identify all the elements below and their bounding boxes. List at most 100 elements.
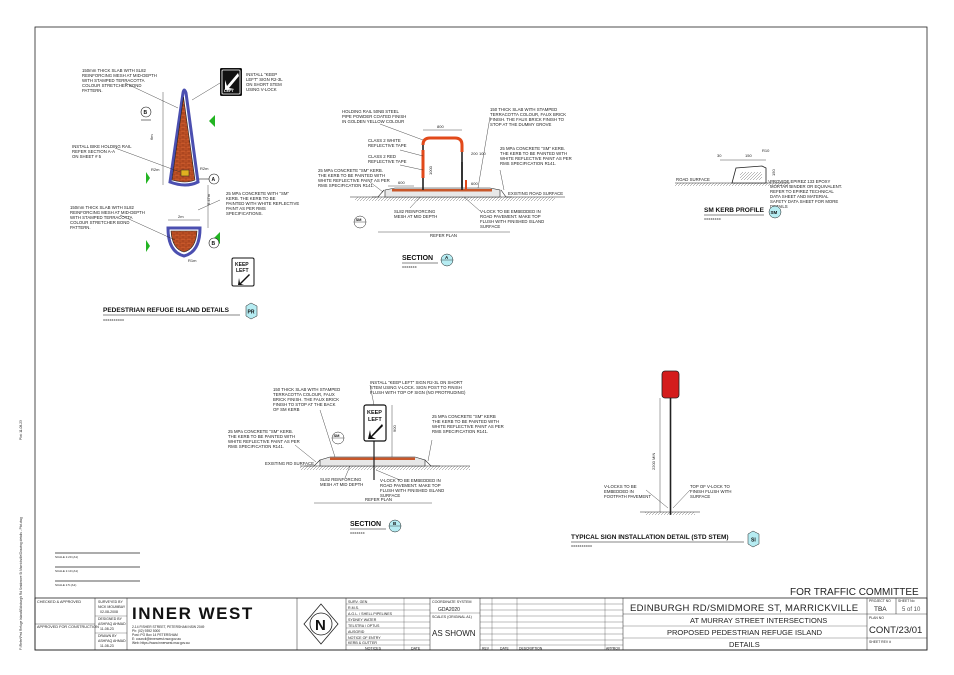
svg-text:PROJECT NO: PROJECT NO xyxy=(869,599,891,603)
svg-text:SM: SM xyxy=(356,217,363,222)
svg-text:R10: R10 xyxy=(762,148,770,153)
sm-kerb-profile: R10 150 30 150 ROAD SURFACE PROVIDE EPIR… xyxy=(675,148,843,221)
svg-text:REFER PLAN: REFER PLAN xyxy=(430,233,457,238)
svg-text:LEFT: LEFT xyxy=(224,88,235,93)
svg-text:APPROV: APPROV xyxy=(606,647,621,651)
bike-rail xyxy=(180,169,190,177)
pr-badge: PR xyxy=(245,302,258,320)
svg-text:Plot: 11-08-23: Plot: 11-08-23 xyxy=(19,420,23,440)
svg-text:25 MPa CONCRETE "SM" KERB.: 25 MPa CONCRETE "SM" KERB. THE KERB TO B… xyxy=(228,429,301,449)
keep-left-sign-icon: LEFT xyxy=(220,68,242,96)
svg-text:GDA2020: GDA2020 xyxy=(438,607,460,613)
plan-number: CONT/23/01 xyxy=(869,625,922,636)
svg-text:V-LOCK TO BE EMBEDDED IN: V-LOCK TO BE EMBEDDED IN ROAD PAVEMENT. … xyxy=(480,209,545,229)
svg-text:SCALE 1:10 (A1): SCALE 1:10 (A1) xyxy=(55,569,78,573)
svg-text:AS SHOWN: AS SHOWN xyxy=(432,629,476,638)
svg-text:SL82 REINFORCING MESH AT: SL82 REINFORCING MESH AT MID DEPTH xyxy=(394,209,437,219)
svg-text:25 MPa CONCRETE "SM" KERB.: 25 MPa CONCRETE "SM" KERB. THE KERB TO B… xyxy=(318,168,391,188)
svg-text:DATE: DATE xyxy=(500,647,510,651)
svg-text:F:\Refer\Ped Refuge Island\Edi: F:\Refer\Ped Refuge Island\Edinburgh Rd … xyxy=(19,517,23,650)
svg-text:AUSGRID: AUSGRID xyxy=(348,630,365,634)
svg-text:KERB & GUTTER: KERB & GUTTER xyxy=(348,641,377,645)
island-lower-outline xyxy=(166,226,202,258)
svg-text:R2m: R2m xyxy=(151,167,160,172)
svg-text:B: B xyxy=(144,110,148,116)
svg-text:2200 MIN: 2200 MIN xyxy=(651,453,656,470)
svg-text:B: B xyxy=(212,241,216,247)
svg-text:CLASS 2 WHITE REFLECTIVE: CLASS 2 WHITE REFLECTIVE TAPE xyxy=(368,138,407,148)
svg-text:SCALES (ORIGINAL A1): SCALES (ORIGINAL A1) xyxy=(432,615,472,619)
svg-text:V-LOCKS TO BE EMBEDDED I: V-LOCKS TO BE EMBEDDED IN FOOTPATH PAVEM… xyxy=(604,484,651,499)
section-b-detail: KEEP LEFT 900 SM REFER PLAN 150 THICK SL… xyxy=(228,380,504,535)
section-marker-b-top: B xyxy=(140,106,152,121)
svg-text:SM: SM xyxy=(334,433,341,438)
project-subtitle-2: PROPOSED PEDESTRIAN REFUGE ISLAND xyxy=(667,628,823,637)
green-marker xyxy=(146,172,150,184)
sign-installation-detail: 2200 MIN V-LOCKS TO BE EMBEDDED IN FOOTP… xyxy=(571,370,760,548)
svg-text:V-LOCK TO BE EMBEDDED IN: V-LOCK TO BE EMBEDDED IN ROAD PAVEMENT. … xyxy=(380,478,445,498)
holding-rail xyxy=(422,137,463,190)
svg-text:xxxxxxxxxx: xxxxxxxxxx xyxy=(103,318,124,322)
svg-text:900: 900 xyxy=(392,425,397,432)
svg-text:SM: SM xyxy=(771,210,778,215)
svg-text:11-08-23: 11-08-23 xyxy=(100,627,114,631)
svg-text:DATE: DATE xyxy=(411,647,421,651)
scale-bars: SCALE 1:20 (A1) SCALE 1:10 (A1) SCALE 1:… xyxy=(55,552,140,587)
svg-text:INSTALL "KEEP LEFT" SIGN R2-3L: INSTALL "KEEP LEFT" SIGN R2-3L ON SHORT … xyxy=(370,380,466,395)
section-b-badge: B xyxy=(388,519,402,533)
svg-text:150: 150 xyxy=(745,153,752,158)
note-slab-top: 150mm THICK SLAB WITH SL82 REINFORCING M… xyxy=(82,68,158,93)
svg-text:SCALE 1:20 (A1): SCALE 1:20 (A1) xyxy=(55,555,78,559)
svg-text:TELSTRA / OPTUS: TELSTRA / OPTUS xyxy=(348,624,380,628)
svg-text:1000: 1000 xyxy=(428,165,433,175)
note-bike-rail: INSTALL BIKE HOLDING RAIL REFER SECTION … xyxy=(72,144,133,159)
svg-text:A.G.L. / SHELL PIPELINES: A.G.L. / SHELL PIPELINES xyxy=(348,612,393,616)
svg-text:B: B xyxy=(393,521,397,526)
svg-text:2m: 2m xyxy=(178,214,184,219)
svg-text:600: 600 xyxy=(471,181,478,186)
svg-text:SHEET No: SHEET No xyxy=(898,599,915,603)
svg-text:ASHFAQ AHMAD: ASHFAQ AHMAD xyxy=(98,622,126,626)
svg-text:ASHFAQ AHMAD: ASHFAQ AHMAD xyxy=(98,639,126,643)
section-marker-b-plan: B xyxy=(208,237,220,249)
svg-text:DESCRIPTION: DESCRIPTION xyxy=(519,647,543,651)
si-badge: SI xyxy=(747,530,760,548)
island-lower-brick xyxy=(170,230,198,253)
pr-detail-title: PEDESTRIAN REFUGE ISLAND DETAILS xyxy=(103,307,230,314)
sm-badge: SM xyxy=(768,205,782,219)
svg-text:REFER PLAN: REFER PLAN xyxy=(365,497,392,502)
inner-west-logo: INNER WEST xyxy=(132,604,254,623)
svg-text:SURV. GEN: SURV. GEN xyxy=(348,600,368,604)
svg-text:R.M.S.: R.M.S. xyxy=(348,606,359,610)
note-slab-bottom: 150mm THICK SLAB WITH SL82 REINFORCING M… xyxy=(70,205,146,230)
svg-text:02-08-2008: 02-08-2008 xyxy=(100,610,118,614)
svg-text:PR: PR xyxy=(248,310,255,316)
svg-text:2-14 FISHER STREET, PETERSHAM: 2-14 FISHER STREET, PETERSHAM NSW 2049 P… xyxy=(132,625,205,645)
svg-text:APPROVED FOR CONSTRUCTION: APPROVED FOR CONSTRUCTION xyxy=(37,625,99,629)
svg-text:6m: 6m xyxy=(149,134,154,140)
section-marker-a-plan: A xyxy=(199,173,220,185)
svg-text:CLASS 2 RED REFLECTIVE T: CLASS 2 RED REFLECTIVE TAPE xyxy=(368,154,407,164)
svg-text:6.47m: 6.47m xyxy=(206,193,211,205)
svg-text:R2m: R2m xyxy=(200,166,209,171)
svg-text:COORDINATE SYSTEM: COORDINATE SYSTEM xyxy=(432,600,471,604)
section-b-title: SECTION xyxy=(350,521,381,528)
svg-text:N: N xyxy=(315,617,326,634)
svg-text:600: 600 xyxy=(398,180,405,185)
svg-text:EXISTING RD SURFACE: EXISTING RD SURFACE xyxy=(265,461,314,466)
north-arrow-icon: N xyxy=(303,603,339,645)
svg-text:30: 30 xyxy=(717,153,722,158)
svg-text:SI: SI xyxy=(751,538,756,544)
svg-text:PROVIDE EPIREZ 133 EPOXY: PROVIDE EPIREZ 133 EPOXY MORTAR BINDER O… xyxy=(770,179,843,209)
svg-text:A: A xyxy=(212,177,216,183)
svg-text:LEFT: LEFT xyxy=(368,417,382,423)
project-title: EDINBURGH RD/SMIDMORE ST, MARRICKVILLE xyxy=(630,603,858,614)
svg-text:REV: REV xyxy=(482,647,490,651)
svg-text:R1m: R1m xyxy=(188,258,197,263)
island-upper-brick xyxy=(171,96,196,183)
keep-left-sign-b: KEEP LEFT xyxy=(363,404,387,442)
svg-text:KEEP: KEEP xyxy=(367,410,382,416)
svg-text:150 THICK SLAB WITH STAMPED: 150 THICK SLAB WITH STAMPED TERRACOTTA C… xyxy=(490,107,567,127)
svg-text:NICK MOUMBAY: NICK MOUMBAY xyxy=(98,605,126,609)
svg-text:5 of 10: 5 of 10 xyxy=(902,607,921,613)
